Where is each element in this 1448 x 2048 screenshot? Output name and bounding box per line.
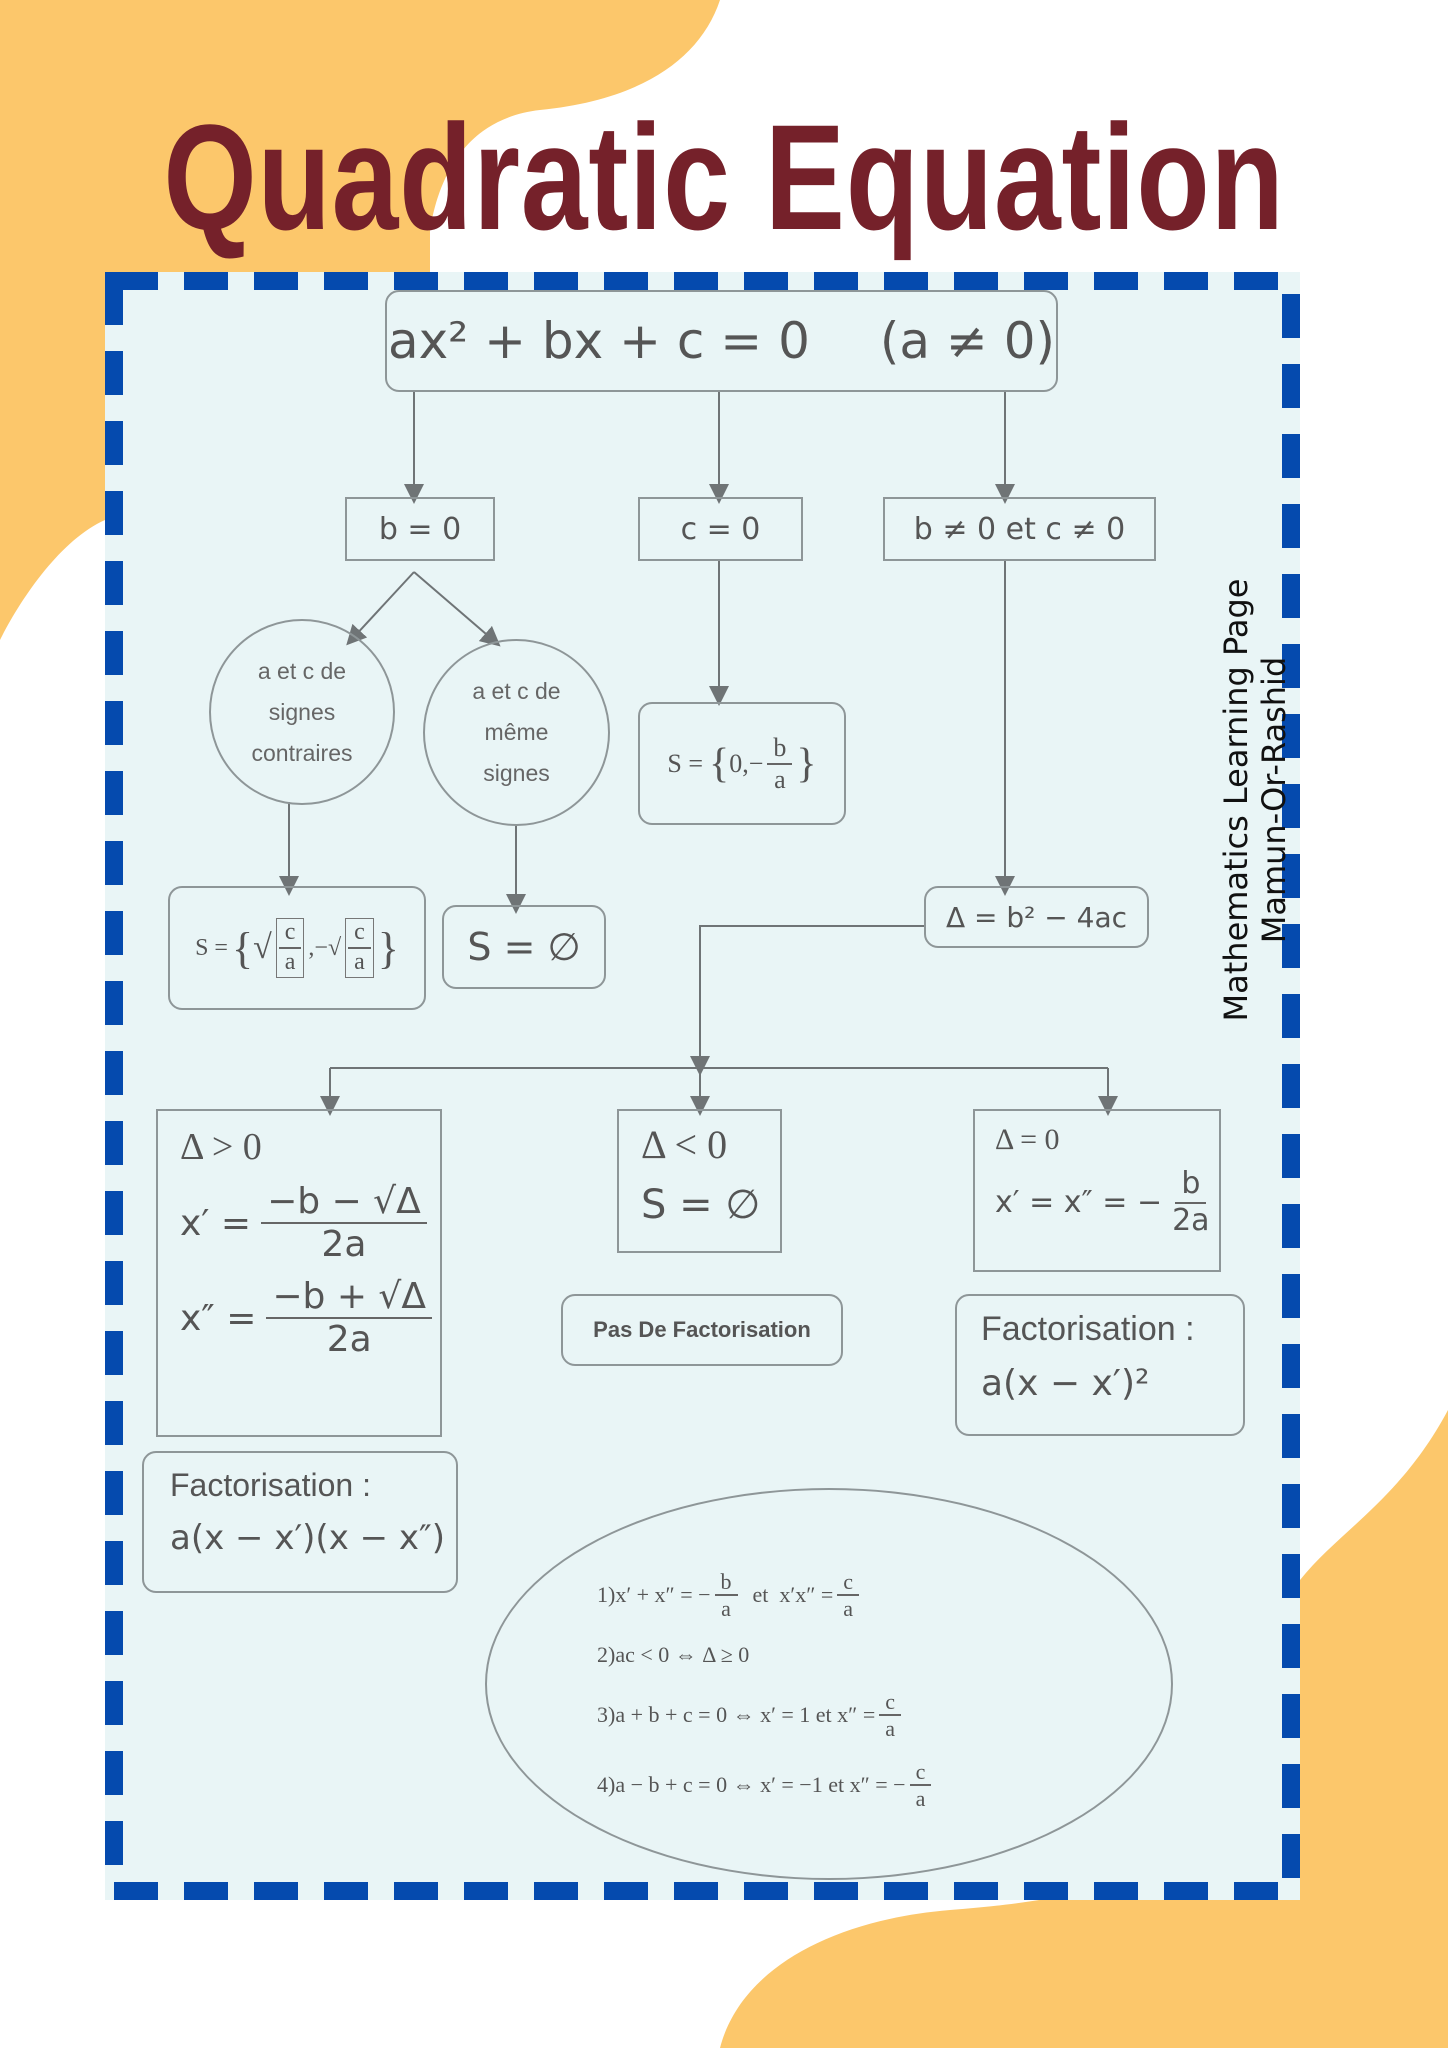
connector-lines (279, 390, 1118, 1116)
delta-zero-box: Δ = 0 x′ = x″ = − b 2a (973, 1109, 1221, 1272)
line-b0-circle2 (413, 571, 501, 647)
solution-opposite-signs: S = { √ c a ,−√ c a } (168, 886, 426, 1010)
side-credit-line1: Mathematics Learning Page (1217, 578, 1255, 1022)
solution-c-zero: S = { 0, − b a } (638, 702, 846, 825)
line-delta-down (690, 925, 924, 1076)
blob-top-left (0, 0, 720, 640)
factorisation-positive-box: Factorisation : a(x − x′)(x − x″) (142, 1451, 458, 1593)
case-b-c-nonzero: b ≠ 0 et c ≠ 0 (883, 497, 1156, 561)
delta-negative-box: Δ < 0 S = ∅ (617, 1109, 782, 1253)
equation-condition: (a ≠ 0) (879, 312, 1056, 370)
circle-opposite-signs: a et c de signes contraires (209, 619, 395, 805)
side-credit-line2: Mamun-Or-Rashid (1255, 656, 1293, 944)
line-b0-circle1 (346, 571, 415, 646)
delta-definition: Δ = b² − 4ac (924, 886, 1149, 948)
case-c-zero: c = 0 (638, 497, 803, 561)
property-2: 2)ac < 0 ⇔ Δ ≥ 0 (597, 1642, 750, 1667)
equation-main: ax² + bx + c = 0 (387, 312, 810, 370)
delta-positive-box: Δ > 0 x′ = −b − √Δ 2a x″ = −b + √Δ 2a (156, 1109, 442, 1437)
page-title: Quadratic Equation (163, 93, 1285, 261)
side-credit: Mathematics Learning Page Mamun-Or-Rashi… (1217, 579, 1293, 1022)
case-b-zero: b = 0 (345, 497, 495, 561)
no-factorisation-box: Pas De Factorisation (561, 1294, 843, 1366)
circle-same-signs: a et c de même signes (423, 639, 610, 826)
dashed-frame (105, 272, 1300, 1900)
equation-box: ax² + bx + c = 0 (a ≠ 0) (385, 290, 1058, 392)
solution-same-signs: S = ∅ (442, 905, 606, 989)
factorisation-zero-box: Factorisation : a(x − x′)² (955, 1294, 1245, 1436)
diagram-panel: ax² + bx + c = 0 (a ≠ 0) b = 0 c = 0 b ≠… (105, 272, 1300, 1900)
